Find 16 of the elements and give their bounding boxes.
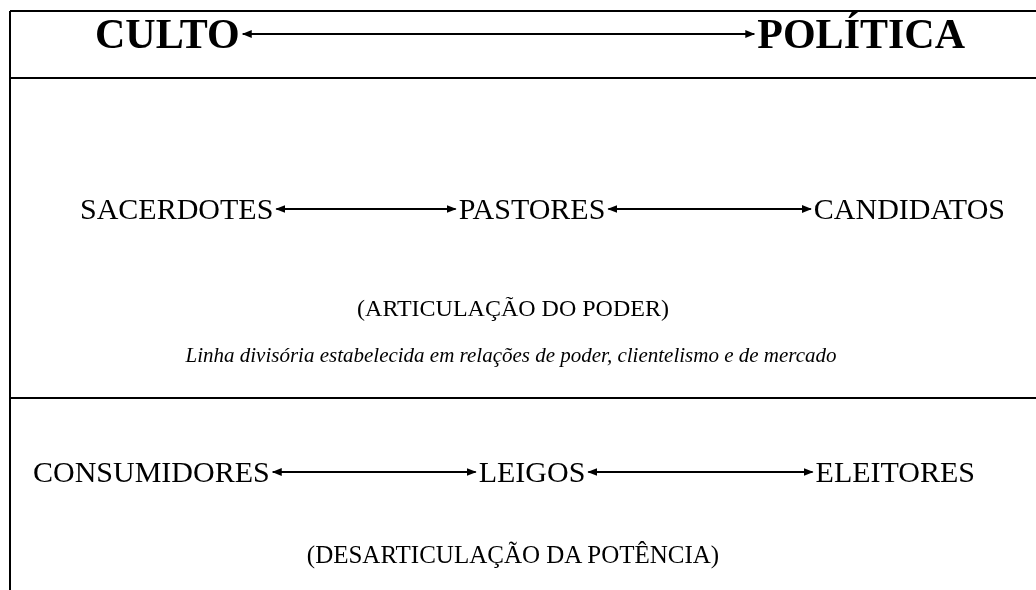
section-caption: (DESARTICULAÇÃO DA POTÊNCIA) [306,540,720,570]
column-heading: POLÍTICA [757,11,965,57]
divider-note: Linha divisória estabelecida em relações de poder, clientelismo e de mercado [185,343,837,369]
double-arrow [271,468,477,476]
role-label: ELEITORES [815,455,975,489]
double-arrow [241,30,756,38]
role-label: CANDIDATOS [813,192,1005,226]
role-label: SACERDOTES [80,192,274,226]
role-label: LEIGOS [478,455,586,489]
double-arrow [587,468,814,476]
column-heading: CULTO [95,11,240,57]
double-arrow [607,205,812,213]
section-caption: (ARTICULAÇÃO DO PODER) [357,293,669,323]
double-arrow [275,205,457,213]
role-label: CONSUMIDORES [33,455,270,489]
role-label: PASTORES [458,192,606,226]
